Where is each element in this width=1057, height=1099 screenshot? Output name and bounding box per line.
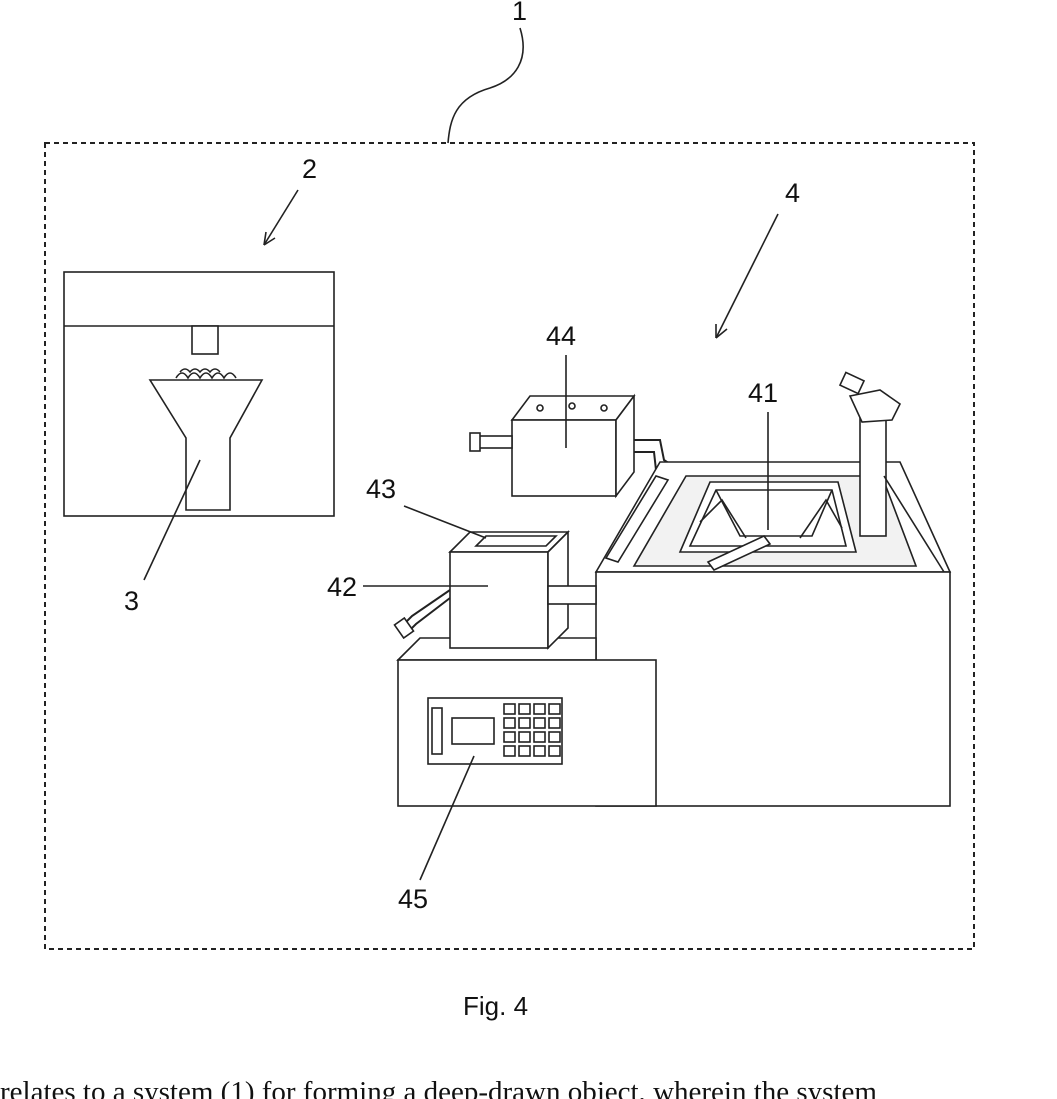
- label-unit-42: 42: [327, 572, 357, 602]
- arrow-forming-unit: [264, 190, 298, 245]
- label-system: 1: [512, 0, 527, 26]
- leader-unit-43: [404, 506, 486, 538]
- controller-base: [398, 638, 656, 806]
- arrowhead-forming-unit: [264, 232, 275, 245]
- body-text-fragment: relates to a system (1) for forming a de…: [0, 1076, 1057, 1099]
- label-device: 4: [785, 178, 800, 208]
- label-unit-44: 44: [546, 321, 576, 351]
- unit-44-box: [470, 396, 676, 496]
- label-unit-43: 43: [366, 474, 396, 504]
- label-object: 3: [124, 586, 139, 616]
- label-forming-unit: 2: [302, 154, 317, 184]
- unit-42-box: [394, 532, 596, 648]
- leader-system: [448, 28, 523, 143]
- label-mold: 41: [748, 378, 778, 408]
- label-controller: 45: [398, 884, 428, 914]
- arrow-device: [716, 214, 778, 338]
- forming-unit-box: [64, 272, 334, 516]
- figure-caption: Fig. 4: [463, 991, 528, 1021]
